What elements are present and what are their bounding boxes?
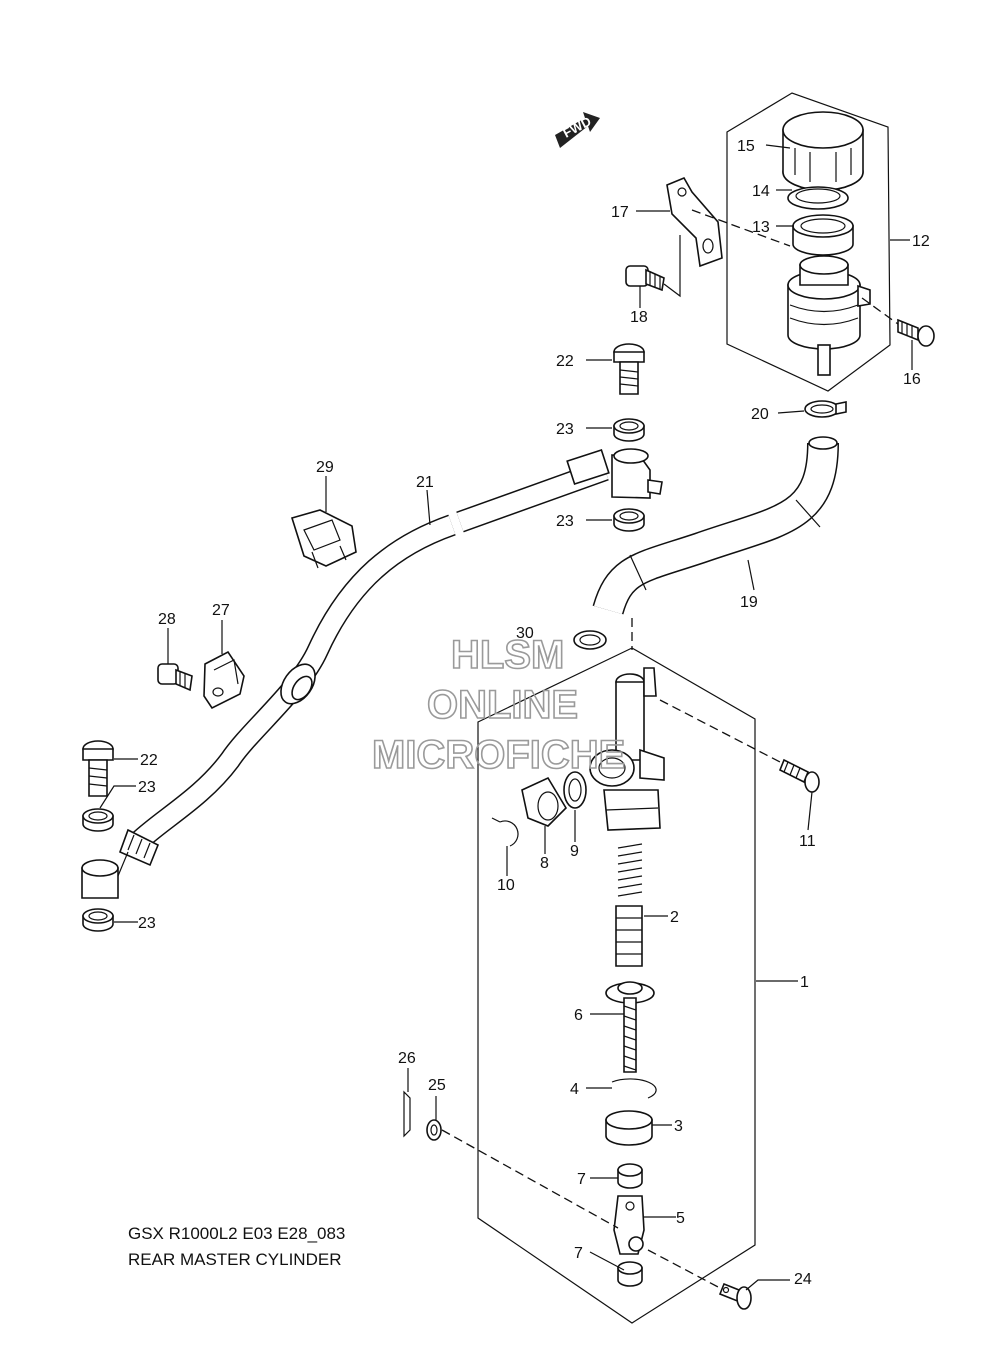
label-part-8: 8 xyxy=(540,855,549,872)
label-part-13: 13 xyxy=(752,219,770,236)
washer-leader-dash xyxy=(441,1129,619,1229)
hose-bracket xyxy=(203,650,245,710)
watermark-line-3: MICROFICHE xyxy=(372,733,625,777)
bracket-leader-dash xyxy=(691,209,791,247)
label-part-6: 6 xyxy=(574,1007,583,1024)
label-part-22-lower: 22 xyxy=(140,752,158,769)
hose-clip xyxy=(290,509,357,569)
label-part-2: 2 xyxy=(670,909,679,926)
master-cylinder-body xyxy=(589,667,665,831)
bleeder-screw xyxy=(778,758,820,793)
label-part-27: 27 xyxy=(212,602,230,619)
cotter-pin xyxy=(403,1090,411,1138)
piston-spring-assembly xyxy=(615,843,643,967)
part-labels: 15 14 13 12 17 18 16 22 23 23 20 19 21 2… xyxy=(138,138,930,1288)
brake-hose xyxy=(81,448,663,899)
reservoir-bracket xyxy=(666,176,723,268)
watermark-line-1: HLSM xyxy=(451,633,564,677)
label-part-14: 14 xyxy=(752,183,770,200)
reservoir-screw xyxy=(897,318,935,347)
push-rod xyxy=(605,981,655,1073)
diagram-code: GSX R1000L2 E03 E28_083 xyxy=(128,1224,345,1243)
label-part-24: 24 xyxy=(794,1271,812,1288)
washer-upper-a xyxy=(613,418,645,442)
label-part-23-lower-b: 23 xyxy=(138,915,156,932)
clevis xyxy=(613,1195,645,1255)
clevis-pin xyxy=(718,1282,752,1310)
watermark-line-2: ONLINE xyxy=(427,683,578,727)
label-part-5: 5 xyxy=(676,1210,685,1227)
diagram-title: REAR MASTER CYLINDER xyxy=(128,1250,341,1269)
label-part-23-upper-a: 23 xyxy=(556,421,574,438)
label-part-19: 19 xyxy=(740,594,758,611)
label-part-26: 26 xyxy=(398,1050,416,1067)
bracket-bolt-small xyxy=(157,663,193,692)
label-part-25: 25 xyxy=(428,1077,446,1094)
bracket-bolt xyxy=(625,265,665,292)
watermark: HLSM ONLINE MICROFICHE xyxy=(371,632,626,778)
reservoir-hose xyxy=(592,436,839,615)
pin-leader-dash xyxy=(647,1249,721,1289)
diaphragm xyxy=(792,214,854,256)
reservoir-body xyxy=(787,255,871,376)
label-part-18: 18 xyxy=(630,309,648,326)
label-part-1: 1 xyxy=(800,974,809,991)
reservoir-group-outline xyxy=(726,92,891,392)
label-part-23-upper-b: 23 xyxy=(556,513,574,530)
label-part-9: 9 xyxy=(570,843,579,860)
label-part-28: 28 xyxy=(158,611,176,628)
label-part-22-upper: 22 xyxy=(556,353,574,370)
label-part-23-lower-a: 23 xyxy=(138,779,156,796)
label-part-21: 21 xyxy=(416,474,434,491)
hose-connector xyxy=(521,776,568,827)
union-bolt-lower xyxy=(82,740,114,797)
o-ring xyxy=(563,771,587,809)
screw-leader-dash-2 xyxy=(659,699,781,763)
circlip-large xyxy=(611,1078,657,1099)
label-part-16: 16 xyxy=(903,371,921,388)
bolt-leader xyxy=(663,235,681,298)
label-part-7-lower: 7 xyxy=(574,1245,583,1262)
label-part-29: 29 xyxy=(316,459,334,476)
label-part-11: 11 xyxy=(799,833,816,850)
forward-label: FWD xyxy=(560,114,593,141)
rod-boot xyxy=(605,1110,653,1146)
leader-lines xyxy=(99,144,913,1291)
union-bolt-upper xyxy=(613,343,645,395)
reservoir-cap xyxy=(782,111,864,191)
circlip-small xyxy=(491,817,519,847)
pin-washer xyxy=(426,1119,442,1141)
washer-upper-b xyxy=(613,508,645,532)
label-part-10: 10 xyxy=(497,877,515,894)
hose-clamp-upper xyxy=(804,400,847,418)
screw-leader-dash xyxy=(861,297,899,325)
label-part-7-upper: 7 xyxy=(577,1171,586,1188)
label-part-20: 20 xyxy=(751,406,769,423)
hose-clamp-lower xyxy=(573,630,607,650)
label-part-4: 4 xyxy=(570,1081,579,1098)
label-part-3: 3 xyxy=(674,1118,683,1135)
lock-nut-lower xyxy=(617,1261,643,1287)
washer-lower-b xyxy=(82,908,114,932)
label-part-12: 12 xyxy=(912,233,930,250)
forward-arrow-icon: FWD xyxy=(555,112,600,148)
washer-lower-a xyxy=(82,808,114,832)
diaphragm-plate xyxy=(787,186,849,210)
lock-nut-upper xyxy=(617,1163,643,1189)
label-part-30: 30 xyxy=(516,625,534,642)
label-part-17: 17 xyxy=(611,204,629,221)
label-part-15: 15 xyxy=(737,138,755,155)
